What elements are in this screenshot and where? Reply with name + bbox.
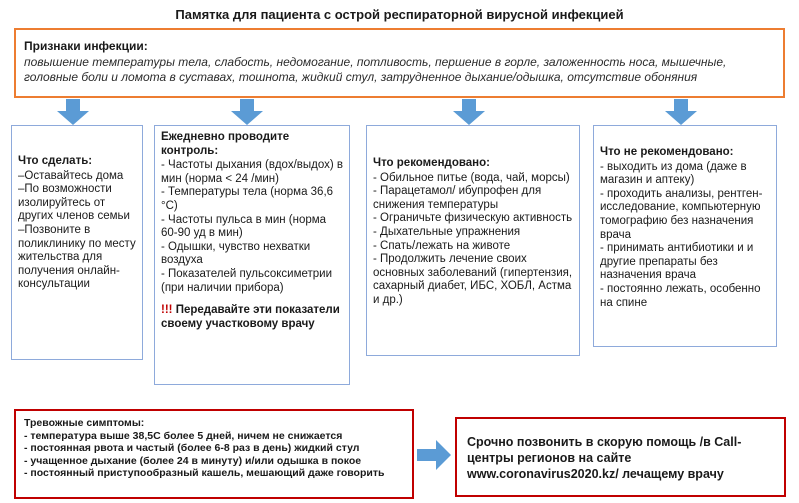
urgent-call-text: Срочно позвонить в скорую помощь /в Call…: [467, 435, 742, 481]
list-item: - принимать антибиотики и и другие препа…: [600, 242, 754, 282]
daily-control-box: Ежедневно проводите контроль: - Частоты …: [154, 125, 350, 385]
list-item: - Температуры тела (норма 36,6 °C): [161, 186, 334, 212]
list-item: - Спать/лежать на животе: [373, 239, 511, 252]
pass-text: Передавайте эти показатели своему участк…: [161, 304, 340, 330]
recommended-heading: Что рекомендовано:: [373, 157, 490, 169]
what-to-do-box: Что сделать: –Оставайтесь дома –По возмо…: [11, 125, 143, 360]
list-item: - Ограничьте физическую активность: [373, 212, 573, 225]
arrow-down-icon: [231, 99, 263, 125]
what-to-do-heading: Что сделать:: [18, 155, 93, 167]
list-item: - постоянный приступообразный кашель, ме…: [24, 467, 385, 480]
list-item: - выходить из дома (даже в магазин и апт…: [600, 160, 747, 187]
warning-mark: !!!: [161, 304, 173, 317]
list-item: - температура выше 38,5С более 5 дней, н…: [24, 429, 343, 442]
arrow-down-icon: [665, 99, 697, 125]
arrow-right-icon: [417, 440, 451, 470]
page-title: Памятка для пациента с острой респиратор…: [175, 7, 624, 22]
arrow-down-icon: [57, 99, 89, 125]
list-item: - Парацетамол/ ибупрофен для снижения те…: [373, 185, 542, 211]
not-recommended-heading: Что не рекомендовано:: [600, 146, 734, 158]
list-item: –По возможности изолируйтесь от других ч…: [18, 183, 130, 223]
signs-box: Признаки инфекции: повышение температуры…: [14, 28, 785, 98]
list-item: - Показателей пульсоксиметрии (при налич…: [161, 267, 332, 294]
arrow-down-icon: [453, 99, 485, 125]
list-item: –Позвоните в поликлинику по месту житель…: [18, 223, 136, 291]
daily-control-heading: Ежедневно проводите контроль:: [161, 131, 290, 157]
pass-to-doctor-note: !!! Передавайте эти показатели своему уч…: [161, 304, 343, 331]
urgent-call-box: Срочно позвонить в скорую помощь /в Call…: [455, 417, 786, 497]
list-item: - проходить анализы, рентген-исследовани…: [600, 187, 763, 241]
list-item: - Обильное питье (вода, чай, морсы): [373, 171, 570, 184]
not-recommended-box: Что не рекомендовано: - выходить из дома…: [593, 125, 777, 347]
list-item: - Частоты дыхания (вдох/выдох) в мин (но…: [161, 159, 344, 185]
list-item: - постоянная рвота и частый (более 6-8 р…: [24, 442, 360, 455]
list-item: - Одышки, чувство нехватки воздуха: [161, 240, 311, 267]
signs-heading: Признаки инфекции:: [24, 39, 148, 53]
alarm-symptoms-box: Тревожные симптомы: - температура выше 3…: [14, 409, 414, 499]
alarm-heading: Тревожные симптомы:: [24, 417, 145, 429]
signs-text: повышение температуры тела, слабость, не…: [24, 54, 727, 85]
list-item: - Частоты пульса в мин (норма 60-90 уд в…: [161, 213, 327, 240]
recommended-box: Что рекомендовано: - Обильное питье (вод…: [366, 125, 580, 356]
list-item: - постоянно лежать, особенно на спине: [600, 282, 761, 309]
list-item: –Оставайтесь дома: [18, 169, 124, 182]
list-item: - Дыхательные упражнения: [373, 225, 521, 238]
list-item: - Продолжить лечение своих основных забо…: [373, 253, 573, 306]
list-item: - учащенное дыхание (более 24 в минуту) …: [24, 454, 362, 467]
